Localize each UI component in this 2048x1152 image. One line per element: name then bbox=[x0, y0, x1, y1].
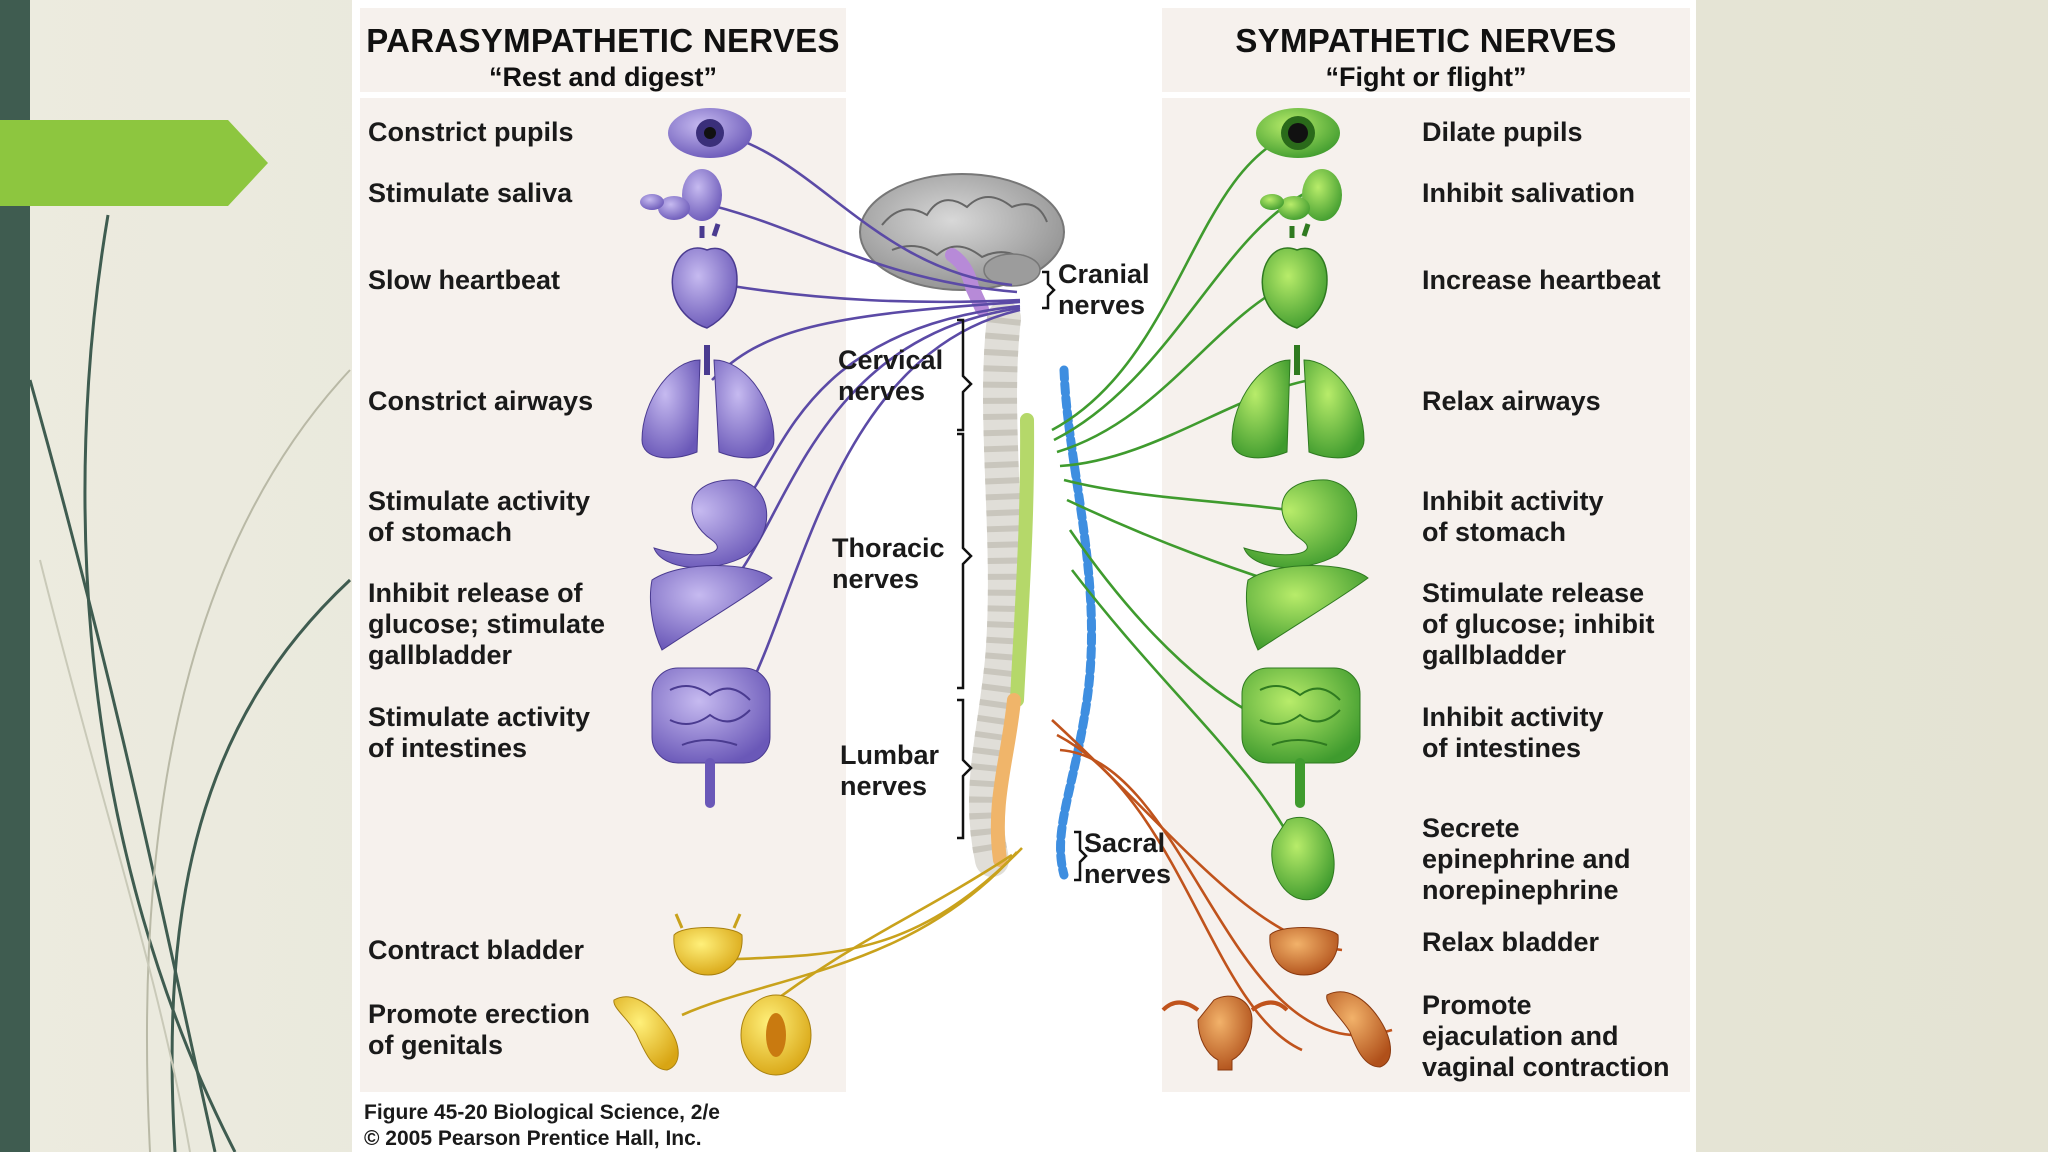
male-genital-icon-sympathetic bbox=[1326, 991, 1391, 1068]
heart-icon-parasympathetic bbox=[671, 223, 738, 329]
salivary-gland-icon-parasympathetic bbox=[640, 169, 722, 221]
male-genital-icon-parasympathetic bbox=[613, 996, 679, 1071]
liver-icon-sympathetic bbox=[1245, 565, 1369, 651]
eye-icon-parasympathetic bbox=[668, 108, 752, 158]
liver-icon-parasympathetic bbox=[649, 565, 773, 651]
cervical-nerves-label: Cervical nerves bbox=[838, 345, 944, 406]
accent-arrow-shape bbox=[0, 120, 268, 206]
heart-icon-sympathetic bbox=[1261, 223, 1328, 329]
symp-effect-heartbeat: Increase heartbeat bbox=[1422, 265, 1661, 295]
brain-illustration bbox=[859, 173, 1065, 316]
female-genital-icon-parasympathetic bbox=[740, 994, 812, 1076]
eye-icon-sympathetic bbox=[1256, 108, 1340, 158]
intestines-icon-sympathetic bbox=[1241, 667, 1361, 808]
figure-caption: Figure 45-20 Biological Science, 2/e © 2… bbox=[364, 1101, 720, 1150]
symp-effect-ejaculation: Promote ejaculation and vaginal contract… bbox=[1422, 990, 1670, 1082]
lumbar-nerves-label: Lumbar nerves bbox=[840, 740, 940, 801]
symp-effect-pupils: Dilate pupils bbox=[1422, 117, 1583, 147]
nerve-artwork bbox=[613, 108, 1393, 1076]
symp-effect-glucose: Stimulate release of glucose; inhibit ga… bbox=[1422, 578, 1655, 670]
symp-effect-airways: Relax airways bbox=[1422, 386, 1601, 416]
para-effect-genitals: Promote erection of genitals bbox=[368, 999, 591, 1060]
intestines-icon-parasympathetic bbox=[651, 667, 771, 808]
parasympathetic-header: PARASYMPATHETIC NERVES “Rest and digest” bbox=[360, 8, 846, 92]
para-effect-glucose: Inhibit release of glucose; stimulate ga… bbox=[368, 578, 606, 670]
salivary-gland-icon-sympathetic bbox=[1260, 169, 1342, 221]
bladder-icon-sympathetic bbox=[1269, 927, 1339, 976]
stomach-icon-parasympathetic bbox=[653, 479, 768, 569]
para-effect-stomach: Stimulate activity of stomach bbox=[368, 486, 591, 547]
sympathetic-subtitle: “Fight or flight” bbox=[1325, 62, 1527, 92]
para-effect-intestines: Stimulate activity of intestines bbox=[368, 702, 591, 763]
lungs-icon-parasympathetic bbox=[641, 345, 775, 459]
symp-effect-epinephrine: Secrete epinephrine and norepinephrine bbox=[1422, 813, 1631, 905]
region-brackets bbox=[957, 270, 1088, 882]
adrenal-gland-icon-sympathetic bbox=[1271, 816, 1335, 901]
sacral-nerves-label: Sacral nerves bbox=[1084, 828, 1172, 889]
symp-effect-stomach: Inhibit activity of stomach bbox=[1422, 486, 1604, 547]
para-effect-heartbeat: Slow heartbeat bbox=[368, 265, 561, 295]
para-effect-saliva: Stimulate saliva bbox=[368, 178, 573, 208]
cranial-nerves-label: Cranial nerves bbox=[1058, 259, 1150, 320]
symp-effect-salivation: Inhibit salivation bbox=[1422, 178, 1636, 208]
spinal-cord-illustration bbox=[969, 301, 1035, 877]
para-effect-pupils: Constrict pupils bbox=[368, 117, 574, 147]
stomach-icon-sympathetic bbox=[1243, 479, 1358, 569]
sympathetic-header: SYMPATHETIC NERVES “Fight or flight” bbox=[1162, 8, 1690, 92]
para-effect-bladder: Contract bladder bbox=[368, 935, 585, 965]
parasympathetic-title: PARASYMPATHETIC NERVES bbox=[366, 22, 840, 59]
decorative-curves bbox=[28, 214, 352, 1152]
parasympathetic-subtitle: “Rest and digest” bbox=[488, 62, 718, 92]
symp-effect-bladder: Relax bladder bbox=[1422, 927, 1600, 957]
uterus-icon-sympathetic bbox=[1161, 995, 1289, 1071]
lungs-icon-sympathetic bbox=[1231, 345, 1365, 459]
para-effect-airways: Constrict airways bbox=[368, 386, 594, 416]
sacral-nerves bbox=[681, 847, 1023, 1020]
nervous-system-figure: PARASYMPATHETIC NERVES “Rest and digest”… bbox=[352, 0, 1696, 1152]
parasympathetic-panel bbox=[360, 98, 846, 1092]
ganglion-chain bbox=[1056, 365, 1096, 880]
symp-effect-intestines: Inhibit activity of intestines bbox=[1422, 702, 1604, 763]
bladder-icon-parasympathetic bbox=[673, 913, 743, 976]
thoracic-nerves-label: Thoracic nerves bbox=[832, 533, 945, 594]
sympathetic-title: SYMPATHETIC NERVES bbox=[1235, 22, 1617, 59]
